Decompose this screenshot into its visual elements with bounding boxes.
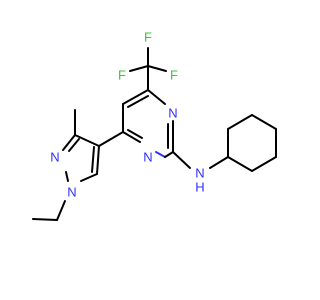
bond (251, 114, 277, 130)
bond (129, 65, 149, 72)
bond (127, 95, 149, 108)
bond (96, 145, 100, 175)
bond (127, 129, 143, 139)
bond (65, 171, 69, 182)
bond (227, 156, 253, 172)
bond (32, 218, 58, 221)
atom-n-ring-top: N (168, 106, 177, 121)
bond (56, 200, 66, 221)
atom-n-pyrazole-2: N (50, 150, 59, 165)
bond (155, 151, 166, 158)
bond (80, 173, 98, 182)
atom-h-amine: H (195, 180, 204, 195)
bond (251, 156, 277, 172)
atom-f-top: F (144, 30, 152, 45)
pyrazole-group (32, 109, 124, 221)
atom-labels: F F F N N N H N N (50, 30, 204, 200)
atom-f-right: F (170, 68, 178, 83)
bond (98, 131, 124, 147)
trifluoromethyl-group (129, 47, 167, 91)
bond (62, 134, 76, 151)
atom-n-ring-bottom: N (143, 150, 152, 165)
bond (209, 156, 229, 169)
bond (91, 146, 95, 173)
bond (147, 65, 167, 72)
bond (164, 151, 174, 158)
cyclohexylamine-group (172, 114, 277, 172)
atom-n-pyrazole-1: N (67, 185, 76, 200)
bond (74, 134, 100, 147)
bond (227, 114, 253, 130)
atom-f-left: F (118, 68, 126, 83)
bond (68, 138, 80, 152)
bond (172, 151, 191, 169)
pyrimidine-ring (122, 89, 174, 158)
atom-n-amine: N (195, 166, 204, 181)
bond (147, 89, 166, 105)
bond (122, 89, 149, 105)
molecule-structure: F F F N N N H N N (32, 30, 277, 221)
bond (122, 131, 141, 143)
